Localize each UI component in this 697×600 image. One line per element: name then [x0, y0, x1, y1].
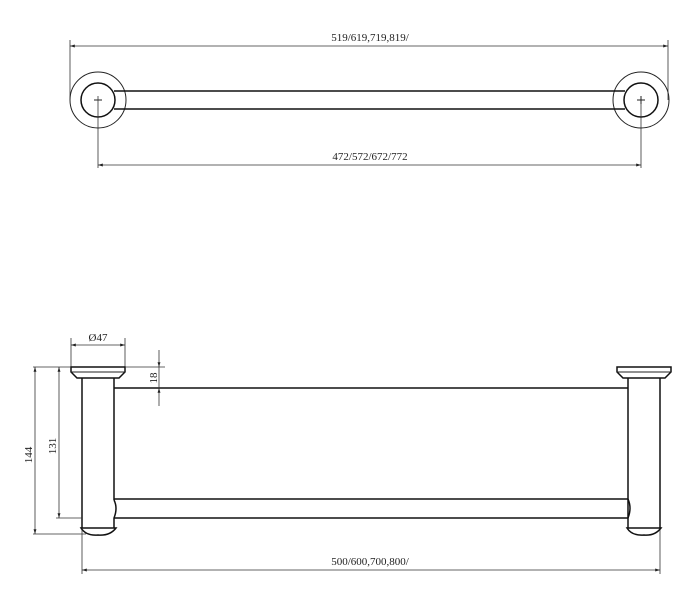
rail-offset-label: 18 — [148, 372, 160, 384]
right-rail-joint — [627, 498, 631, 519]
overall-length-label: 519/619,719,819/ — [331, 32, 410, 44]
diameter-label: Ø47 — [89, 332, 108, 344]
height-131-label: 131 — [47, 438, 59, 455]
left-post-joint — [113, 499, 117, 528]
center-distance-label: 472/572/672/772 — [332, 151, 407, 163]
left-end-cap — [79, 527, 118, 536]
side-view: Ø47 18 131 144 — [23, 332, 672, 574]
top-view: 519/619,719,819/ 472/572/672/772 — [69, 32, 670, 168]
length-label: 500/600,700,800/ — [331, 556, 410, 568]
center-marks — [94, 96, 645, 104]
right-end-cap — [625, 527, 663, 536]
height-144-label: 144 — [23, 446, 35, 463]
